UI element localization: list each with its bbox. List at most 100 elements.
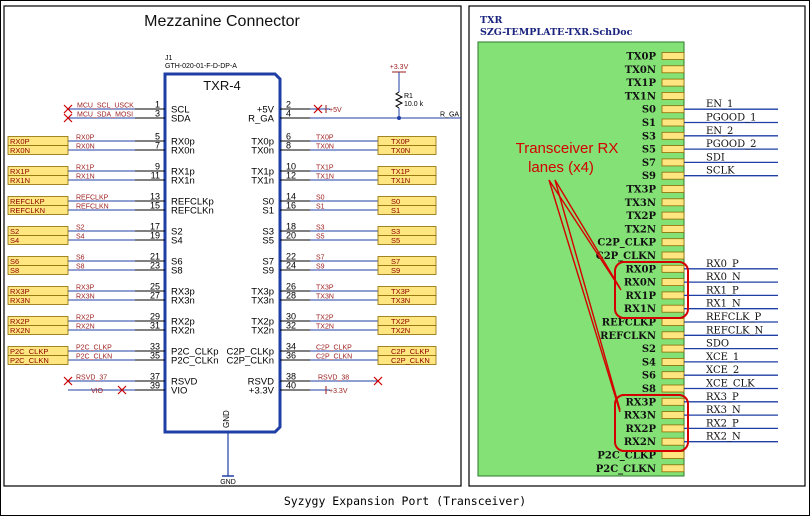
sheet-entry: [661, 131, 685, 140]
sheet-pin-label: RX1P: [625, 291, 656, 302]
sheet-entry: [661, 52, 685, 60]
pin-number: 22: [286, 252, 296, 262]
pin-name: RX1p: [171, 167, 195, 178]
sheet-net-label: REFCLK_N: [706, 325, 764, 336]
sheet-pin-label: RX2N: [624, 437, 656, 448]
net-label: S4: [76, 234, 85, 241]
pin-number: 13: [150, 192, 160, 202]
sheet-file: SZG-TEMPLATE-TXR.SchDoc: [480, 27, 633, 38]
port-label: S0: [391, 197, 400, 206]
pin-name: P2C_CLKp: [171, 347, 219, 358]
net-label: RX0N: [76, 144, 95, 151]
port-box: [7, 355, 69, 365]
sheet-pin-label: S9: [642, 171, 656, 182]
pin-number: 11: [151, 171, 160, 181]
no-connect-icon: [373, 376, 383, 386]
pin-number: 25: [150, 282, 160, 292]
sheet-symbol: [477, 41, 685, 477]
pin-number: 30: [286, 312, 296, 322]
sheet-net-label: RX3_N: [706, 405, 741, 416]
sheet-pin-label: S0: [642, 105, 656, 116]
sheet-net-label: EN_1: [706, 99, 733, 110]
sheet-net-label: XCE_1: [706, 352, 739, 363]
pin-number: 28: [286, 291, 296, 301]
port-box: [377, 235, 437, 245]
sheet-entry: [661, 158, 685, 167]
gnd-net-label: GND: [220, 479, 236, 486]
port-box: [7, 175, 69, 185]
net-label: RSVD_38: [318, 375, 349, 382]
pin-number: 36: [286, 351, 296, 361]
sheet-net-label: RX2_N: [706, 432, 741, 443]
pin-number: 32: [286, 321, 296, 331]
sheet-entry: [661, 424, 685, 433]
sheet-pin-label: RX0P: [625, 264, 656, 275]
pullup-power-label: +3.3V: [390, 64, 409, 71]
pin-name: RX0n: [171, 146, 195, 157]
pin-name: S4: [171, 236, 183, 247]
net-label: REFCLKN: [76, 204, 109, 211]
net-label: RX1P: [76, 165, 95, 172]
pin-number: 38: [286, 372, 296, 382]
port-box: [7, 205, 69, 215]
pin-number: 6: [286, 132, 291, 142]
connector-body: [163, 72, 282, 434]
port-box: [377, 325, 437, 335]
net-label: R_GA: [440, 112, 459, 119]
sheet-pin-label: C2P_CLKP: [597, 238, 656, 249]
net-label: S2: [76, 225, 85, 232]
port-box: [377, 205, 437, 215]
port-label: S1: [391, 206, 400, 215]
port-box: [377, 145, 437, 155]
port-box: [7, 265, 69, 275]
pin-number: 35: [150, 351, 160, 361]
net-label: MCU_SDA_MOSI: [77, 112, 133, 119]
port-label: S8: [10, 266, 19, 275]
sheet-entry: [661, 211, 685, 220]
sheet-pin-label: S6: [642, 371, 656, 382]
pin-name: TX2p: [251, 317, 274, 328]
pin-name: TX1p: [251, 167, 274, 178]
pin-name: P2C_CLKn: [171, 356, 219, 367]
net-label: +3.3V: [329, 388, 348, 395]
sheet-entry: [661, 331, 685, 340]
sheet-entry: [661, 291, 685, 300]
sheet-entry: [661, 437, 685, 446]
net-label: S5: [316, 234, 325, 241]
sheet-net-label: RX1_N: [706, 299, 741, 310]
port-label: RX2N: [10, 326, 30, 335]
pin-number: 39: [150, 381, 160, 391]
sheet-entry: [661, 65, 685, 74]
callout-line-1: Transceiver RX: [516, 140, 619, 157]
port-label: TX1P: [391, 167, 410, 176]
pin-number: 24: [286, 261, 296, 271]
no-connect-icon: [117, 385, 127, 395]
sheet-pin-label: S2: [642, 344, 656, 355]
port-label: S4: [10, 236, 19, 245]
pin-number: 1: [155, 100, 160, 110]
net-label: VIO: [91, 388, 104, 395]
pin-number: 33: [150, 342, 160, 352]
connector-ref: J1: [165, 55, 173, 62]
sheet-entry: [661, 357, 685, 366]
sheet-pin-label: RX1N: [624, 304, 656, 315]
net-label: C2P_CLKP: [316, 345, 352, 352]
pin-name: C2P_CLKp: [226, 347, 274, 358]
pin-name: RSVD: [248, 377, 275, 388]
pin-name: REFCLKn: [171, 206, 214, 217]
rx-lanes-highlight-lower: [614, 394, 689, 452]
callout-line-2: lanes (x4): [528, 159, 594, 176]
net-label: RSVD_37: [76, 375, 107, 382]
net-label: C2P_CLKN: [316, 354, 352, 361]
port-label: TX2P: [391, 317, 410, 326]
net-label: TX0N: [316, 144, 334, 151]
pin-name: TX0n: [251, 146, 274, 157]
sheet-pin-label: TX3N: [625, 198, 656, 209]
sheet-pin-label: RX3N: [624, 411, 656, 422]
figure-caption: Syzygy Expansion Port (Transceiver): [284, 494, 526, 508]
net-label: TX0P: [316, 135, 334, 142]
sheet-pin-label: C2P_CLKN: [596, 251, 656, 262]
port-box: [7, 145, 69, 155]
